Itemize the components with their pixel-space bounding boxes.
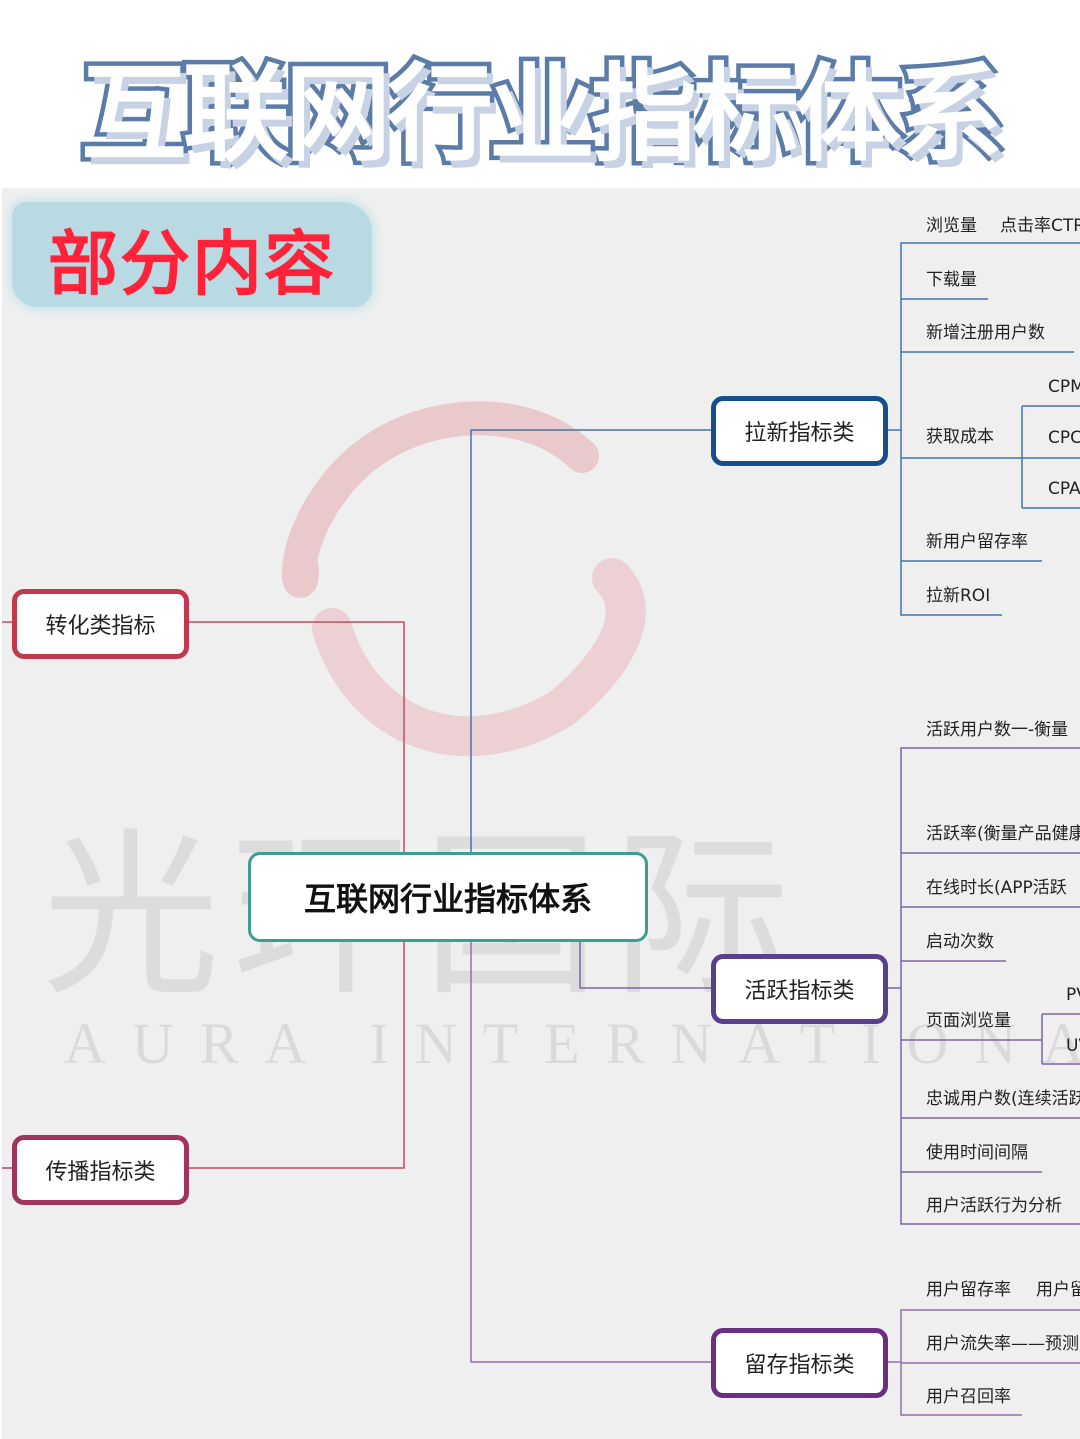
connector-retention: [470, 942, 712, 1363]
act-pv-bracket: [1041, 1013, 1080, 1065]
leaf-active-rate[interactable]: 活跃率(衡量产品健康: [926, 824, 1080, 844]
leaf-new-registrations[interactable]: 新增注册用户数: [926, 323, 1045, 343]
leaf-online-time[interactable]: 在线时长(APP活跃: [926, 878, 1067, 898]
leaf-retention-rate[interactable]: 用户留存率: [926, 1280, 1011, 1300]
connector-acquisition: [470, 429, 712, 852]
leaf-loyal-users[interactable]: 忠诚用户数(连续活跃: [926, 1089, 1080, 1109]
page-header: 互联网行业指标体系: [0, 0, 1080, 188]
leaf-cpc[interactable]: CPC: [1048, 428, 1080, 448]
act-trunk-bottom: [900, 988, 1080, 1225]
ret-trunk-bottom: [900, 1362, 1022, 1416]
ret-trunk-top: [886, 1309, 1080, 1363]
leaf-views[interactable]: 浏览量: [926, 216, 977, 236]
acq-cost-lines: [1022, 405, 1080, 509]
leaf-acquisition-roi[interactable]: 拉新ROI: [926, 586, 991, 606]
leaf-pv[interactable]: PV: [1066, 985, 1080, 1005]
leaf-cpa[interactable]: CPA: [1048, 479, 1080, 499]
watermark-stroke-bottom: [312, 558, 646, 757]
acq-trunk-top: [886, 242, 1080, 431]
node-conversion[interactable]: 转化类指标: [12, 589, 189, 659]
leaf-behavior-analysis[interactable]: 用户活跃行为分析: [926, 1196, 1062, 1216]
leaf-cost[interactable]: 获取成本: [926, 427, 994, 447]
watermark-en: AURA INTERNATIONAL: [64, 1011, 1080, 1076]
leaf-active-users[interactable]: 活跃用户数一-衡量: [926, 720, 1069, 740]
activity-leaf-lines: [886, 747, 1080, 1225]
mindmap-canvas: 光环国际 AURA INTERNATIONAL: [2, 188, 1080, 1439]
leaf-uv[interactable]: UV: [1066, 1036, 1080, 1056]
badge-label: 部分内容: [48, 223, 336, 305]
node-spread[interactable]: 传播指标类: [12, 1135, 189, 1205]
leaf-page-views[interactable]: 页面浏览量: [926, 1011, 1011, 1031]
center-node[interactable]: 互联网行业指标体系: [248, 852, 648, 942]
leaf-ctr[interactable]: 点击率CTR: [1000, 216, 1080, 236]
acquisition-leaf-lines: [886, 242, 1080, 616]
connector-activity: [579, 942, 712, 989]
page-title: 互联网行业指标体系: [77, 49, 1008, 181]
leaf-launches[interactable]: 启动次数: [926, 932, 994, 952]
acq-trunk-bottom: [900, 430, 1002, 616]
leaf-new-user-retention[interactable]: 新用户留存率: [926, 532, 1028, 552]
watermark-logo: [281, 401, 646, 757]
watermark-stroke-top: [281, 401, 599, 598]
leaf-downloads[interactable]: 下载量: [926, 270, 977, 290]
leaf-usage-interval[interactable]: 使用时间间隔: [926, 1143, 1028, 1163]
act-trunk-top: [886, 747, 1080, 989]
node-activity[interactable]: 活跃指标类: [711, 954, 888, 1024]
leaf-cpm[interactable]: CPM: [1048, 377, 1080, 397]
node-retention[interactable]: 留存指标类: [711, 1328, 888, 1398]
mindmap-connectors: [2, 242, 1080, 1416]
retention-leaf-lines: [886, 1309, 1080, 1416]
leaf-retention-extra[interactable]: 用户留: [1036, 1280, 1080, 1300]
node-acquisition[interactable]: 拉新指标类: [711, 396, 888, 466]
partial-content-badge: 部分内容: [12, 202, 372, 307]
leaf-recall-rate[interactable]: 用户召回率: [926, 1387, 1011, 1407]
leaf-churn-rate[interactable]: 用户流失率——预测: [926, 1334, 1079, 1354]
